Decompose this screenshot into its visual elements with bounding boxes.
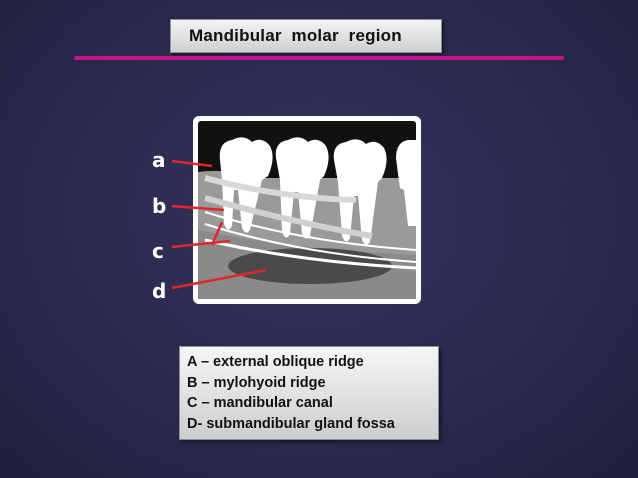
canal-lower-wall	[204, 223, 417, 263]
pointer-d	[171, 268, 267, 290]
pointer-b	[171, 204, 225, 212]
canal-upper-wall	[204, 211, 417, 251]
legend-item-a: A – external oblique ridge	[187, 354, 364, 370]
legend-item-c: C – mandibular canal	[187, 395, 333, 411]
molar-region-diagram	[171, 116, 421, 304]
legend-box: A – external oblique ridge B – mylohyoid…	[179, 346, 439, 440]
legend-item-b: B – mylohyoid ridge	[187, 374, 326, 391]
title-box: Mandibular molar region	[170, 19, 442, 53]
mylohyoid-ridge	[204, 195, 373, 239]
label-d: d	[152, 279, 167, 303]
molar-2	[275, 137, 329, 239]
label-b: b	[152, 194, 167, 218]
inferior-border	[204, 238, 417, 270]
label-c: c	[152, 239, 164, 263]
accent-divider	[74, 56, 564, 60]
submandibular-fossa	[228, 248, 392, 284]
legend-item-d: D- submandibular gland fossa	[187, 415, 395, 432]
pointer-c-2	[210, 221, 224, 246]
slide-title: Mandibular molar region	[189, 26, 402, 45]
pointer-c-1	[171, 239, 231, 249]
molar-3	[333, 139, 387, 245]
external-oblique-ridge	[204, 175, 357, 203]
label-a: a	[152, 148, 166, 172]
molar-4-partial	[396, 140, 416, 226]
pointer-a	[171, 159, 213, 168]
